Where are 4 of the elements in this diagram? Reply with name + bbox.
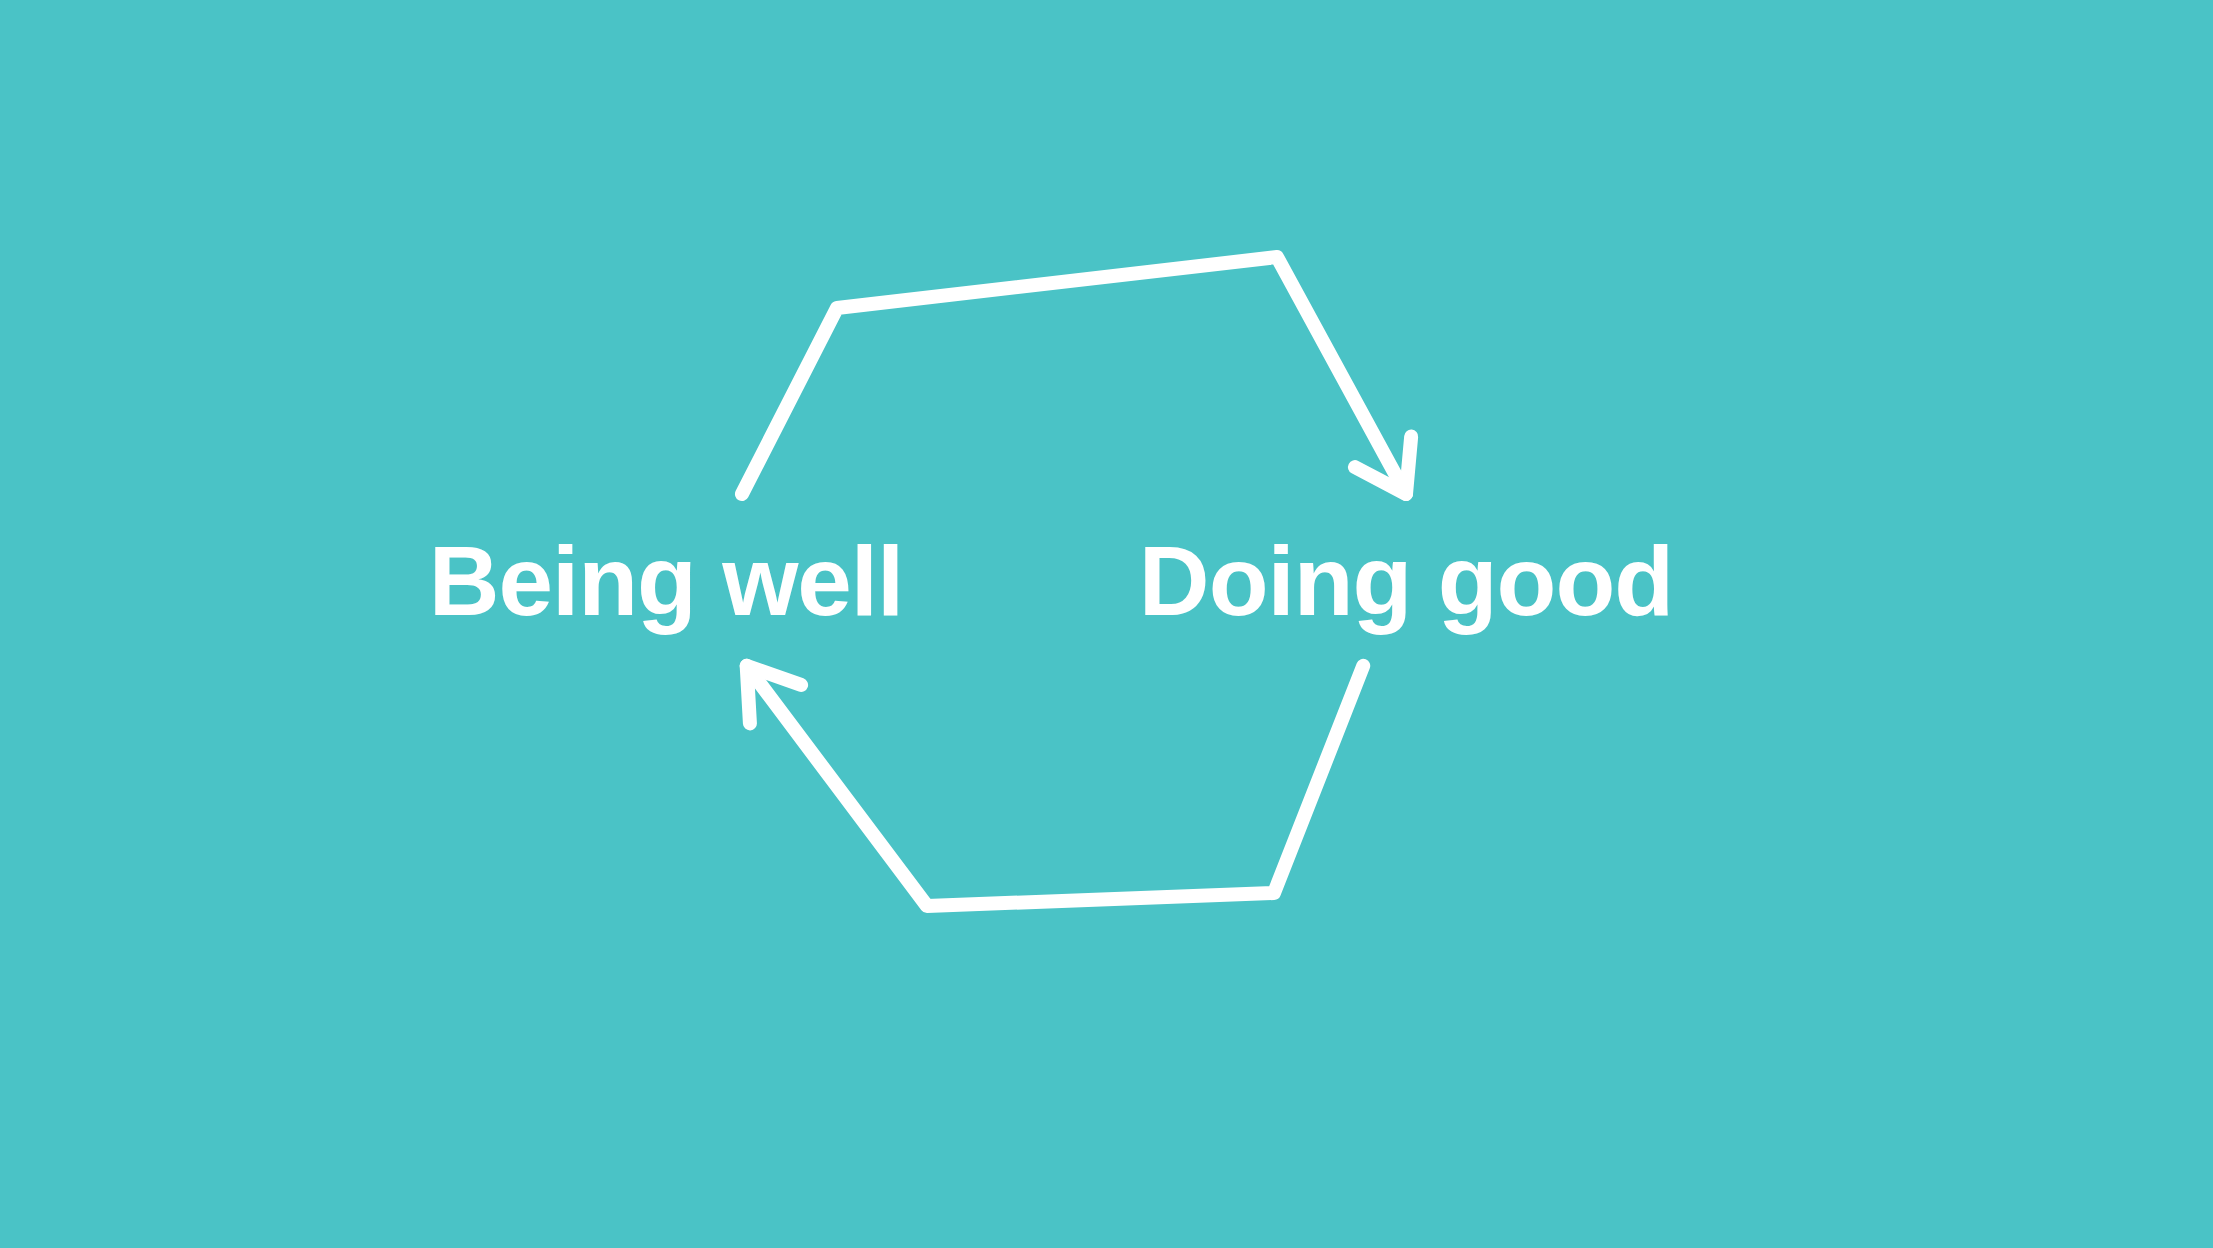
arrow [739, 658, 1371, 913]
text-label: Being well [428, 494, 904, 666]
text-label: Doing good [1138, 494, 1674, 666]
arrow [734, 250, 1419, 501]
